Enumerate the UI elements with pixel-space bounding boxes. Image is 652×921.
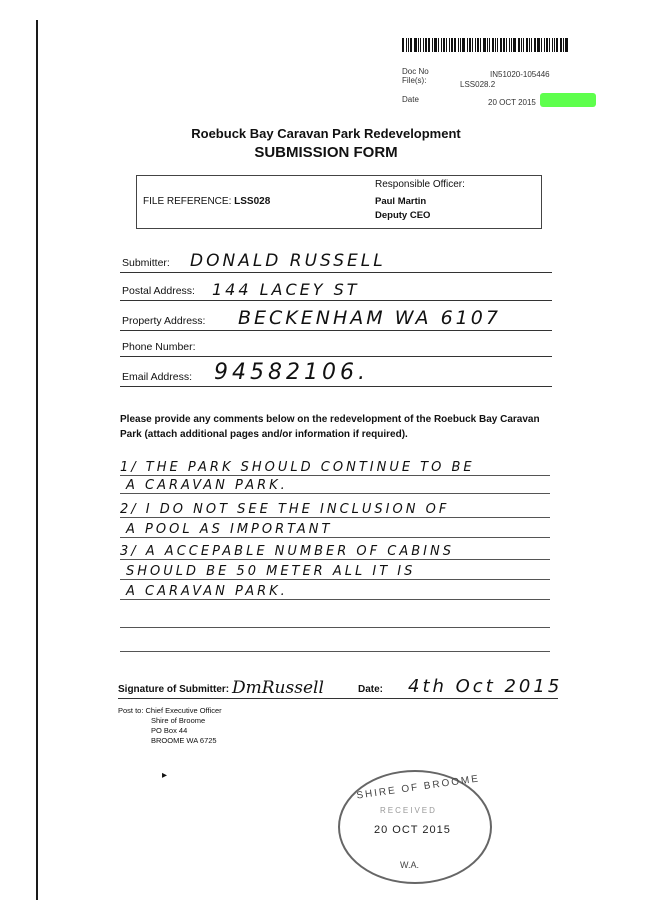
submitter-label: Submitter:: [122, 257, 170, 269]
file-reference-value: LSS028: [234, 196, 271, 207]
stamp-middle: RECEIVED: [380, 806, 437, 815]
file-reference-label: FILE REFERENCE:: [143, 196, 232, 207]
file-reference-box: FILE REFERENCE: LSS028 Responsible Offic…: [136, 175, 542, 229]
doc-no-value: IN51020-105446: [490, 70, 550, 79]
comment-line[interactable]: 3/ A Accepable Number Of Cabins: [120, 542, 550, 560]
signature-date-label: Date:: [358, 684, 384, 695]
post-to-line3: PO Box 44: [151, 726, 188, 735]
property-row[interactable]: Property Address: Beckenham WA 6107: [120, 304, 552, 331]
submitter-value: Donald Russell: [190, 251, 386, 271]
phone-row[interactable]: Phone Number:: [120, 330, 552, 357]
signature-row[interactable]: Signature of Submitter: DmRussell Date: …: [118, 674, 559, 699]
comment-text: 3/ A Accepable Number Of Cabins: [120, 544, 454, 559]
stamp-top: SHIRE OF BROOME: [355, 773, 481, 802]
post-to-line1: Post to: Chief Executive Officer: [118, 706, 222, 715]
post-to-address: Post to: Chief Executive Officer Shire o…: [118, 706, 222, 746]
comment-text: 2/ I Do Not See The Inclusion Of: [120, 502, 450, 517]
doc-no-label: Doc No: [402, 67, 429, 76]
postal-label: Postal Address:: [122, 285, 195, 297]
comment-text: Should Be 50 Meter All It Is: [126, 564, 416, 579]
post-to-line4: BROOME WA 6725: [151, 736, 217, 745]
margin-line: [36, 20, 38, 900]
barcode: [402, 38, 582, 52]
comment-line[interactable]: [120, 610, 550, 628]
signature-label: Signature of Submitter:: [118, 684, 230, 695]
email-label: Email Address:: [122, 371, 193, 383]
comment-instructions: Please provide any comments below on the…: [120, 414, 540, 440]
signature-mark: DmRussell: [232, 678, 324, 698]
files-value: LSS028.2: [460, 80, 496, 89]
date-label: Date: [402, 95, 419, 104]
form-title: Roebuck Bay Caravan Park Redevelopment: [191, 126, 461, 141]
post-to-line2: Shire of Broome: [151, 716, 206, 725]
submitter-row[interactable]: Submitter: Donald Russell: [120, 246, 552, 273]
comment-text: A Caravan Park.: [126, 478, 288, 493]
comment-text: A Caravan Park.: [126, 584, 288, 599]
stamp-bottom: W.A.: [400, 860, 420, 870]
property-value: Beckenham WA 6107: [238, 307, 501, 329]
email-row[interactable]: Email Address: 94582106.: [120, 360, 552, 387]
comment-line[interactable]: 2/ I Do Not See The Inclusion Of: [120, 500, 550, 518]
postal-row[interactable]: Postal Address: 144 Lacey St: [120, 274, 552, 301]
email-value: 94582106.: [214, 360, 369, 385]
comment-line[interactable]: A Caravan Park.: [120, 582, 550, 600]
postal-value: 144 Lacey St: [212, 280, 360, 299]
comment-line[interactable]: A Pool As Important: [120, 520, 550, 538]
property-label: Property Address:: [122, 315, 206, 327]
comment-text: A Pool As Important: [126, 522, 333, 537]
comment-line[interactable]: A Caravan Park.: [120, 476, 550, 494]
signature-date-value: 4th Oct 2015: [408, 676, 563, 697]
received-stamp: SHIRE OF BROOME RECEIVED 20 OCT 2015 W.A…: [338, 770, 492, 884]
officer-title: Deputy CEO: [375, 210, 431, 221]
form-subtitle: SUBMISSION FORM: [254, 144, 398, 161]
comment-text: 1/ The Park Should Continue To Be: [120, 460, 475, 475]
officer-name: Paul Martin: [375, 196, 427, 207]
comment-line[interactable]: [120, 634, 550, 652]
responsible-officer-label: Responsible Officer:: [375, 179, 465, 190]
comment-line[interactable]: 1/ The Park Should Continue To Be: [120, 458, 550, 476]
phone-label: Phone Number:: [122, 341, 196, 353]
files-label: File(s):: [402, 76, 427, 85]
highlighter-mark: [540, 93, 596, 107]
date-value: 20 OCT 2015: [488, 98, 536, 107]
stamp-date: 20 OCT 2015: [374, 824, 451, 836]
stray-mark: ▸: [162, 770, 168, 781]
comment-line[interactable]: Should Be 50 Meter All It Is: [120, 562, 550, 580]
